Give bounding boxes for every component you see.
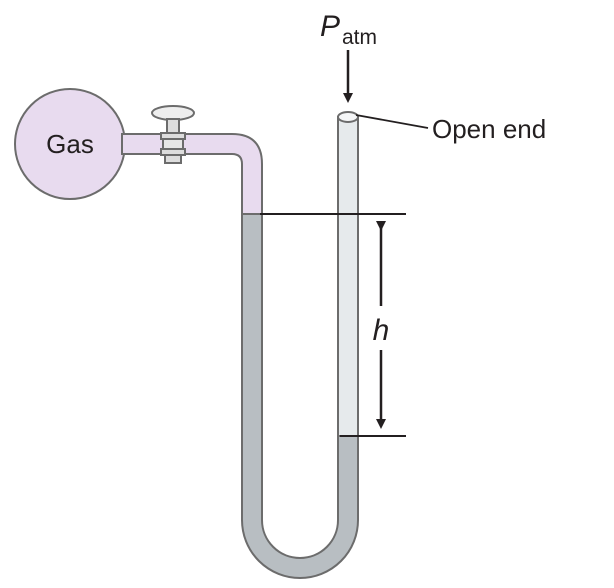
patm-symbol: P (320, 10, 340, 43)
valve (151, 105, 195, 164)
open-tube-air (337, 116, 359, 437)
patm-subscript: atm (342, 26, 377, 49)
open-end-rim (337, 111, 359, 123)
height-label: h (373, 314, 390, 347)
gas-label: Gas (46, 129, 94, 159)
gas-tube (121, 133, 263, 215)
u-tube-liquid (241, 213, 359, 579)
open-end-label: Open end (432, 114, 546, 144)
open-end-leader (355, 114, 429, 129)
